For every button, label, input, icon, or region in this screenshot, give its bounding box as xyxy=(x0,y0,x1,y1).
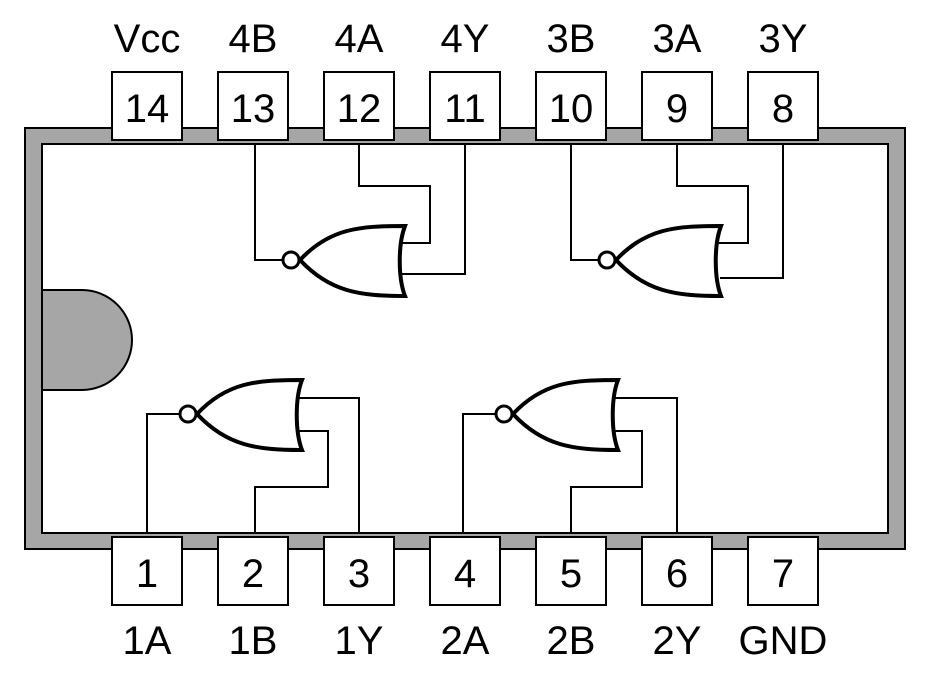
pin-14: 14 Vcc xyxy=(111,17,183,141)
pin-label-2y: 2Y xyxy=(653,619,702,663)
wire-4a xyxy=(358,144,431,244)
wire-1a xyxy=(146,413,180,533)
pin-number: 9 xyxy=(666,87,688,131)
pin-label-3y: 3Y xyxy=(759,17,808,61)
nor-gate-3 xyxy=(570,144,784,299)
pin-11: 11 4Y xyxy=(429,17,501,141)
pin-number: 5 xyxy=(560,552,582,596)
pin-label-vcc: Vcc xyxy=(114,17,181,61)
pin-number: 13 xyxy=(231,87,276,131)
nor-gate-4 xyxy=(254,144,466,299)
inversion-bubble xyxy=(597,250,617,270)
nor-gate-body xyxy=(194,377,305,453)
pin-6: 6 2Y xyxy=(641,536,713,663)
inversion-bubble xyxy=(281,250,301,270)
pin-1: 1 1A xyxy=(111,536,183,663)
pin-number: 10 xyxy=(549,87,594,131)
wire-4y xyxy=(400,144,466,275)
top-pins: 14 Vcc 13 4B 12 4A 11 4Y 10 3B 9 3A xyxy=(111,17,819,141)
bottom-pins: 1 1A 2 1B 3 1Y 4 2A 5 2B 6 2Y xyxy=(111,536,828,663)
nor-gate-body xyxy=(613,223,724,299)
pin-7: 7 GND xyxy=(739,536,828,663)
wire-4b xyxy=(254,144,283,261)
pin-label-1a: 1A xyxy=(123,619,172,663)
wire-2y xyxy=(612,397,678,533)
pin-12: 12 4A xyxy=(323,17,395,141)
pin-number: 12 xyxy=(337,87,382,131)
wire-3a xyxy=(676,144,749,244)
pin-13: 13 4B xyxy=(217,17,289,141)
wire-1y xyxy=(296,397,360,533)
pin-number: 1 xyxy=(136,552,158,596)
wire-1b xyxy=(254,430,329,533)
pin-3: 3 1Y xyxy=(323,536,395,663)
nor-gate-body xyxy=(510,377,621,453)
pin-2: 2 1B xyxy=(217,536,289,663)
pin-label-3b: 3B xyxy=(547,17,596,61)
pin-5: 5 2B xyxy=(535,536,607,663)
wire-2b xyxy=(570,430,643,533)
pin-number: 14 xyxy=(125,87,170,131)
pin-10: 10 3B xyxy=(535,17,607,141)
pin-number: 8 xyxy=(772,87,794,131)
nor-gate-1 xyxy=(146,377,360,533)
wire-3b xyxy=(570,144,599,261)
pin-label-2b: 2B xyxy=(547,619,596,663)
wire-3y xyxy=(720,144,784,279)
pin-label-gnd: GND xyxy=(739,619,828,663)
pin-label-4y: 4Y xyxy=(441,17,490,61)
pin-label-1y: 1Y xyxy=(335,619,384,663)
nor-gate-2 xyxy=(462,377,678,533)
pin-8: 8 3Y xyxy=(747,17,819,141)
wire-2a xyxy=(462,413,496,533)
pin-number: 6 xyxy=(666,552,688,596)
pin-number: 2 xyxy=(242,552,264,596)
pin-label-4b: 4B xyxy=(229,17,278,61)
inversion-bubble xyxy=(494,404,514,424)
pin-number: 11 xyxy=(444,87,486,131)
pin-label-3a: 3A xyxy=(653,17,702,61)
pin-4: 4 2A xyxy=(429,536,501,663)
pin-number: 7 xyxy=(772,552,794,596)
orientation-notch xyxy=(41,289,133,391)
inversion-bubble xyxy=(178,404,198,424)
pin-9: 9 3A xyxy=(641,17,713,141)
pin-label-1b: 1B xyxy=(229,619,278,663)
nor-gate-body xyxy=(297,223,408,299)
pin-label-2a: 2A xyxy=(441,619,490,663)
pin-label-4a: 4A xyxy=(335,17,384,61)
pin-number: 4 xyxy=(454,552,476,596)
pin-number: 3 xyxy=(348,552,370,596)
